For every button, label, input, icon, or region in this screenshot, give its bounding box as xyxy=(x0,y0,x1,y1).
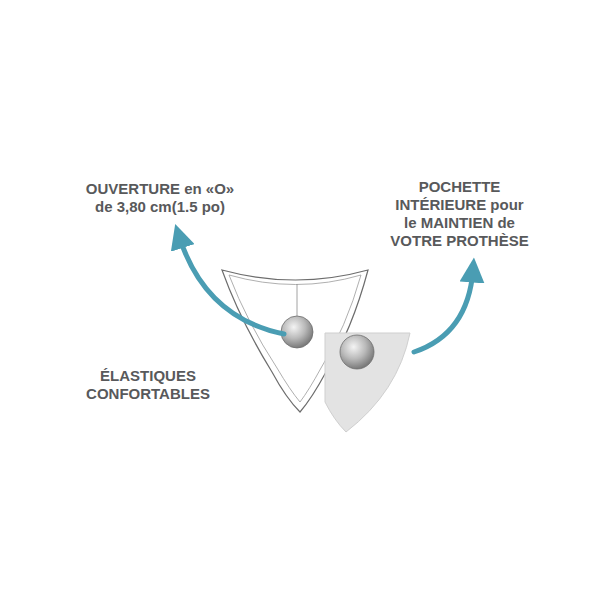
opening-ring xyxy=(281,316,313,348)
leader-arrow xyxy=(179,236,284,334)
opening-line xyxy=(297,284,298,316)
leader-arrow xyxy=(414,270,473,352)
feature-label: ÉLASTIQUES CONFORTABLES xyxy=(80,367,216,403)
prosthesis-ball xyxy=(340,335,374,369)
callout-label: POCHETTE INTÉRIEURE pour le MAINTIEN de … xyxy=(389,178,530,250)
inner-pouch xyxy=(325,333,410,432)
callout-label: OUVERTURE en «O» de 3,80 cm(1.5 po) xyxy=(81,180,239,216)
